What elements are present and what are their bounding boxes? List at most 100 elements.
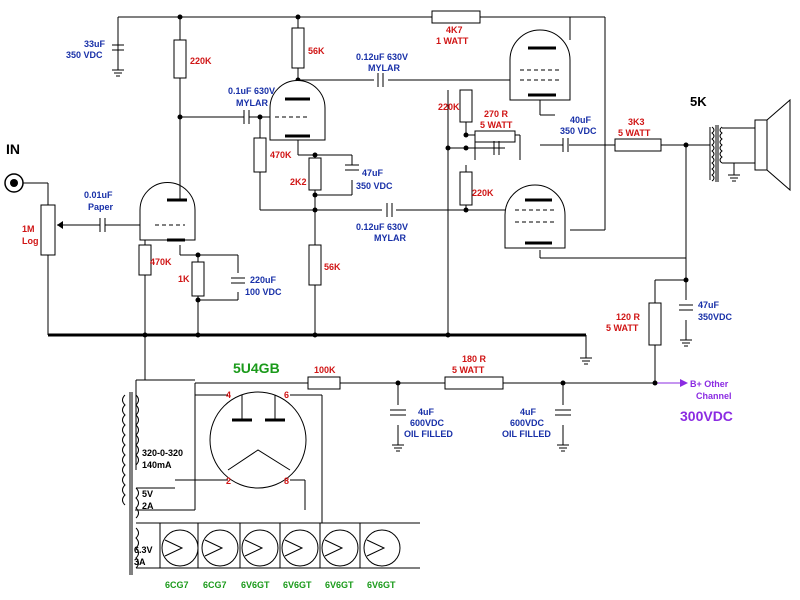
input-jack-center [10, 179, 18, 187]
pt-rect-v: 5V [142, 489, 153, 499]
r-b-plus-value: 4K7 [446, 25, 463, 35]
r-grid4-label: 220K [472, 188, 494, 198]
pot-wiper [57, 221, 63, 229]
transformer-impedance: 5K [690, 94, 707, 109]
cap-cathode2-value: 47uF [362, 168, 384, 178]
output-transformer [711, 125, 723, 182]
tube-label-5: 6V6GT [325, 580, 354, 590]
rectifier-name: 5U4GB [233, 360, 280, 376]
tube-v3 [509, 29, 571, 101]
resistor-rect [307, 376, 341, 390]
r-cathode2-label: 2K2 [290, 177, 307, 187]
cap-supply-voltage: 350VDC [698, 312, 733, 322]
cap-cathode1-voltage: 100 VDC [245, 287, 282, 297]
cap-filter2-value: 4uF [520, 407, 537, 417]
resistor-filter [444, 376, 504, 390]
cap-filter1-voltage: 600VDC [410, 418, 445, 428]
rectifier-pin-8: 8 [284, 476, 289, 486]
r-grid1-label: 470K [150, 257, 172, 267]
resistor-out [614, 138, 662, 152]
r-cathode-out-value: 270 R [484, 109, 509, 119]
pt-hv: 320-0-320 [142, 448, 183, 458]
coupling-top-value: 0.12uF 630V [356, 52, 408, 62]
r-grid3-label: 220K [438, 102, 460, 112]
cap-cathode2-voltage: 350 VDC [356, 181, 393, 191]
b-plus-line1: B+ Other [690, 379, 729, 389]
resistor-plate2 [291, 27, 305, 69]
resistor-tail [308, 244, 322, 286]
pt-heater-a: 3A [134, 557, 146, 567]
coupling-in-value: 0.01uF [84, 190, 113, 200]
filter-cap-top-value: 33uF [84, 39, 106, 49]
tube-v2 [269, 80, 326, 141]
rectifier-pin-6: 6 [284, 390, 289, 400]
resistor-cathode1 [191, 261, 205, 297]
pt-heater-v: 6.3V [134, 545, 153, 555]
r-plate2-label: 56K [308, 46, 325, 56]
r-b-plus-power: 1 WATT [436, 36, 469, 46]
cap-out-voltage: 350 VDC [560, 126, 597, 136]
cap-out-value: 40uF [570, 115, 592, 125]
r-cathode-out-power: 5 WATT [480, 120, 513, 130]
coupling-bot-value: 0.12uF 630V [356, 222, 408, 232]
input-label: IN [6, 141, 20, 157]
junctions [142, 14, 689, 386]
rectifier-tube [209, 391, 307, 489]
rectifier-pin-2: 2 [226, 476, 231, 486]
pt-hv-current: 140mA [142, 460, 172, 470]
capacitors [99, 17, 693, 416]
pot-value: 1M [22, 224, 35, 234]
cap-filter1-value: 4uF [418, 407, 435, 417]
coupling-in-type: Paper [88, 202, 114, 212]
coupling-mid-value: 0.1uF 630V [228, 86, 275, 96]
r-out-value: 3K3 [628, 117, 645, 127]
resistor-grid4 [459, 171, 473, 206]
cap-filter1-type: OIL FILLED [404, 429, 453, 439]
tube-v1 [139, 180, 196, 242]
cap-filter2-voltage: 600VDC [510, 418, 545, 428]
b-plus-voltage: 300VDC [680, 408, 733, 424]
r-tail-label: 56K [324, 262, 341, 272]
filter-cap-top-voltage: 350 VDC [66, 50, 103, 60]
r-grid2-label: 470K [270, 150, 292, 160]
pt-rect-a: 2A [142, 501, 154, 511]
tube-label-6: 6V6GT [367, 580, 396, 590]
b-plus-arrow [680, 379, 688, 387]
tube-label-4: 6V6GT [283, 580, 312, 590]
rectifier-pin-4: 4 [226, 390, 231, 400]
ground-symbols [112, 50, 740, 452]
power-transformer [122, 392, 139, 575]
tube-v4 [504, 184, 566, 249]
r-supply-value: 120 R [616, 312, 641, 322]
r-rect-label: 100K [314, 365, 336, 375]
resistor-grid2 [253, 137, 267, 173]
heater-filaments [159, 523, 401, 568]
r-out-power: 5 WATT [618, 128, 651, 138]
r-filter-power: 5 WATT [452, 365, 485, 375]
cap-cathode1-value: 220uF [250, 275, 277, 285]
r-filter-value: 180 R [462, 354, 487, 364]
speaker [754, 98, 791, 192]
cap-supply-value: 47uF [698, 300, 720, 310]
r-plate1-label: 220K [190, 56, 212, 66]
tube-label-1: 6CG7 [165, 580, 189, 590]
cap-filter2-type: OIL FILLED [502, 429, 551, 439]
resistor-supply [648, 302, 662, 346]
r-supply-power: 5 WATT [606, 323, 639, 333]
resistor-b-plus [431, 10, 481, 24]
pot-taper: Log [22, 236, 39, 246]
resistor-cathode2 [308, 157, 322, 191]
resistor-cathode-out [474, 130, 516, 143]
resistor-plate1 [173, 39, 187, 79]
coupling-bot-type: MYLAR [374, 233, 406, 243]
coupling-mid-type: MYLAR [236, 98, 268, 108]
coupling-top-type: MYLAR [368, 63, 400, 73]
resistor-grid1 [138, 244, 152, 276]
r-cathode1-label: 1K [178, 274, 190, 284]
tube-label-3: 6V6GT [241, 580, 270, 590]
b-plus-line2: Channel [696, 391, 732, 401]
resistor-grid3 [459, 89, 473, 123]
potentiometer [40, 204, 56, 256]
tube-label-2: 6CG7 [203, 580, 227, 590]
